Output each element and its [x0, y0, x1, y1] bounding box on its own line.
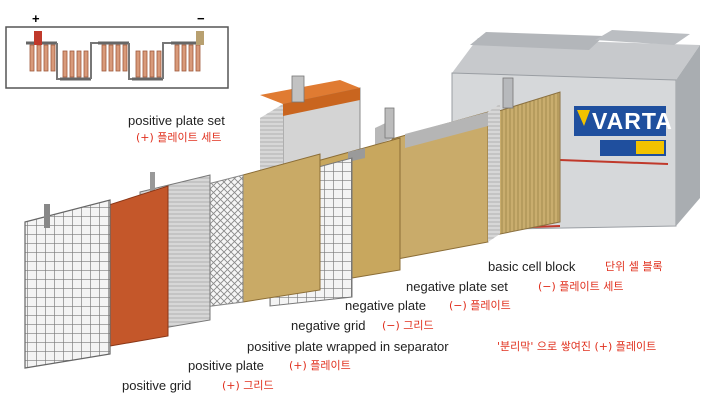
label-basic-cell-block-kr: 단위 셀 블록	[605, 260, 663, 273]
label-positive-grid-kr: (+) 그리드	[222, 379, 274, 392]
label-negative-plate-set: negative plate set	[406, 279, 508, 294]
label-negative-plate-set-kr: (−) 플레이트 세트	[538, 280, 624, 293]
label-positive-plate-set-kr: (+) 플레이트 세트	[136, 131, 222, 144]
label-positive-plate-set: positive plate set	[128, 113, 225, 128]
label-positive-plate-kr: (+) 플레이트	[289, 359, 351, 372]
label-positive-grid: positive grid	[122, 378, 192, 393]
brand-logo: VARTA	[592, 108, 673, 134]
label-positive-plate-separator: positive plate wrapped in separator	[247, 339, 449, 354]
label-negative-grid-kr: (−) 그리드	[382, 319, 434, 332]
label-negative-plate: negative plate	[345, 298, 426, 313]
label-negative-grid: negative grid	[291, 318, 366, 333]
cell-schematic	[5, 26, 229, 89]
negative-plate-set-art	[375, 104, 500, 261]
separator-plate-art	[195, 153, 321, 309]
positive-grid-art	[24, 199, 111, 369]
label-positive-plate: positive plate	[188, 358, 264, 373]
schematic-minus-sign: −	[197, 11, 205, 26]
label-basic-cell-block: basic cell block	[488, 259, 576, 274]
label-negative-plate-kr: (−) 플레이트	[449, 299, 511, 312]
schematic-plus-sign: +	[32, 11, 40, 26]
label-positive-plate-separator-kr: '분리막' 으로 쌓여진 (+) 플레이트	[497, 340, 657, 353]
